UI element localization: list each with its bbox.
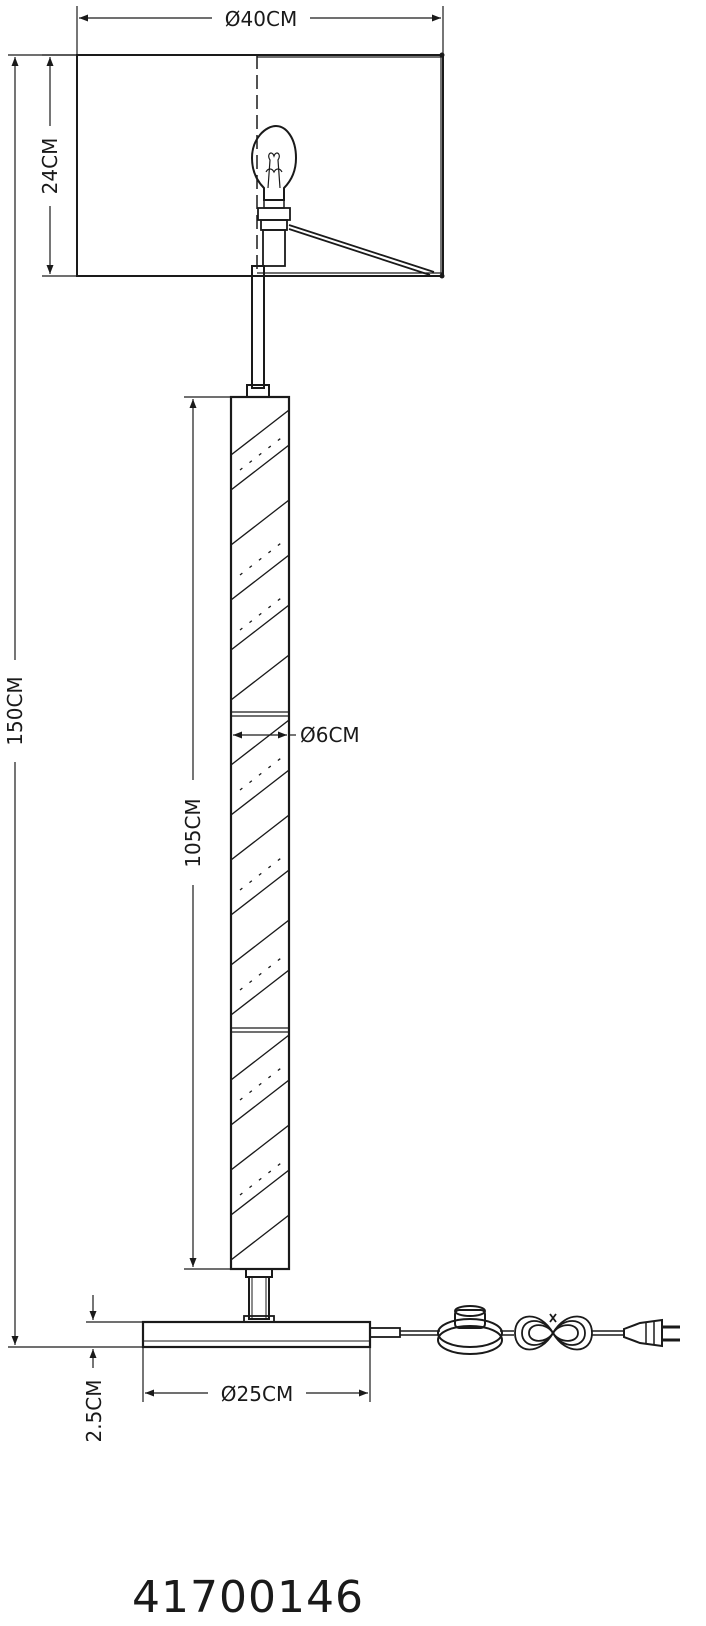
dimension-total-height: 150CM <box>3 54 143 1348</box>
model-number: 41700146 <box>132 1572 364 1623</box>
lamp-socket <box>257 207 291 267</box>
shade-height-label: 24CM <box>38 138 62 195</box>
power-cable <box>369 1327 624 1338</box>
dimension-base-height: 2.5CM <box>82 1295 143 1443</box>
total-height-label: 150CM <box>3 676 27 745</box>
bulb-icon <box>250 124 298 209</box>
dimension-shade-diameter: Ø40CM <box>76 6 444 55</box>
foot-switch-icon <box>437 1305 503 1355</box>
column-height-label: 105CM <box>181 798 205 867</box>
lamp-shade <box>76 52 445 279</box>
dimension-shade-height: 24CM <box>38 54 77 277</box>
lamp-base <box>141 1268 372 1349</box>
column-diameter-label: Ø6CM <box>300 723 360 747</box>
cable-coil-icon <box>514 1313 593 1351</box>
dimension-column-diameter: Ø6CM <box>233 723 360 747</box>
lamp-stem <box>246 265 270 398</box>
dimension-column-height: 105CM <box>181 396 231 1270</box>
lamp-column <box>229 395 291 1271</box>
plug-icon <box>623 1318 680 1348</box>
base-height-label: 2.5CM <box>82 1379 106 1442</box>
shade-diameter-label: Ø40CM <box>225 7 297 31</box>
dimension-base-diameter: Ø25CM <box>142 1347 371 1406</box>
base-diameter-label: Ø25CM <box>221 1382 293 1406</box>
